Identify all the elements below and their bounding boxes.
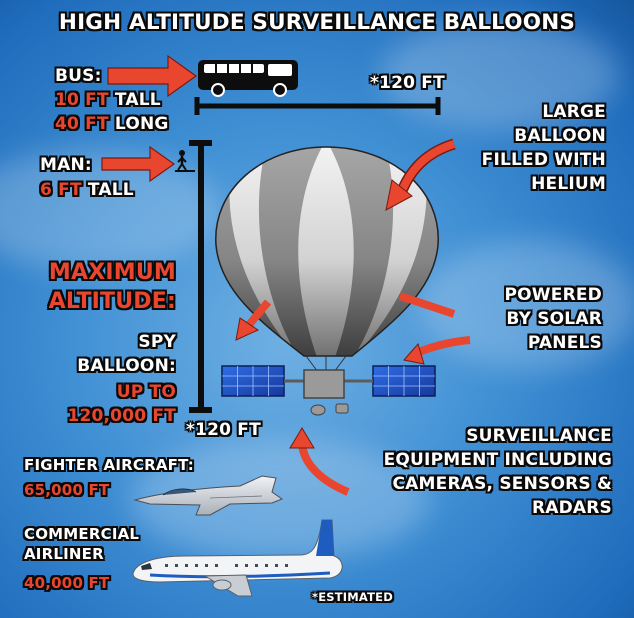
arrow-icon: [101, 54, 198, 183]
commercial-altitude: 40,000 FT: [24, 574, 110, 592]
solar-callout-line-3: PANELS: [527, 333, 602, 353]
payload-box: [284, 369, 373, 416]
bus-length-value: 40 FT: [55, 114, 109, 134]
spy-balloon-label: SPY BALLOON:: [10, 330, 176, 378]
height-dimension-bracket: [189, 140, 212, 413]
spy-balloon-altitude-line-2: 120,000 FT: [67, 406, 176, 426]
man-height: 6 FT TALL: [40, 178, 134, 202]
cloud-shape: [380, 20, 620, 130]
spy-balloon-label-line-2: BALLOON:: [77, 356, 176, 376]
spy-balloon-altitude: UP TO 120,000 FT: [10, 380, 176, 428]
arrow-icon: [403, 342, 425, 365]
arrow-icon: [289, 427, 315, 449]
bus-height: 10 FT TALL: [55, 88, 161, 112]
arrow-icon: [298, 443, 350, 496]
commercial-label-line-2: AIRLINER: [24, 545, 104, 563]
fighter-altitude: 65,000 FT: [24, 481, 110, 499]
max-altitude-heading-line-1: MAXIMUM: [48, 260, 176, 285]
arrow-icon: [396, 140, 456, 198]
bus-label: BUS:: [55, 66, 102, 86]
infographic-title: HIGH ALTITUDE SURVEILLANCE BALLOONS: [58, 10, 576, 35]
equipment-callout: SURVEILLANCE EQUIPMENT INCLUDING CAMERAS…: [316, 424, 612, 520]
bus-length-word: LONG: [114, 114, 169, 134]
equipment-callout-line-1: SURVEILLANCE: [466, 426, 612, 446]
bus-height-word: TALL: [114, 90, 161, 110]
equipment-callout-line-4: RADARS: [531, 498, 612, 518]
solar-callout-line-2: BY SOLAR: [506, 309, 602, 329]
airliner-icon: [132, 519, 343, 597]
fighter-jet-icon: [133, 475, 284, 516]
spy-balloon-altitude-line-1: UP TO: [116, 382, 176, 402]
bus-length: 40 FT LONG: [55, 112, 169, 136]
balloon-callout-line-2: BALLOON: [514, 126, 606, 146]
equipment-callout-line-3: CAMERAS, SENSORS &: [392, 474, 612, 494]
balloon-callout-line-4: HELIUM: [531, 174, 606, 194]
balloon-callout-line-1: LARGE: [542, 102, 606, 122]
man-label: MAN:: [40, 155, 92, 175]
cloud-shape: [420, 240, 634, 370]
balloon-width-label: *120 FT: [370, 73, 445, 93]
max-altitude-heading: MAXIMUM ALTITUDE:: [10, 258, 176, 316]
arrow-icon: [398, 292, 456, 318]
balloon-height-label: *120 FT: [186, 420, 261, 440]
fighter-label: FIGHTER AIRCRAFT:: [24, 456, 194, 474]
man-height-word: TALL: [87, 180, 134, 200]
spy-balloon-label-line-1: SPY: [138, 332, 176, 352]
footnote: *ESTIMATED: [312, 590, 393, 604]
solar-callout-line-1: POWERED: [504, 285, 602, 305]
solar-panel-icon: [221, 365, 436, 397]
commercial-label-line-1: COMMERCIAL: [24, 525, 140, 543]
commercial-label: COMMERCIAL AIRLINER: [24, 524, 139, 564]
solar-callout: POWERED BY SOLAR PANELS: [446, 283, 602, 355]
equipment-callout-line-2: EQUIPMENT INCLUDING: [383, 450, 612, 470]
man-height-value: 6 FT: [40, 180, 82, 200]
arrow-icon: [235, 317, 260, 341]
width-dimension-bracket: [194, 97, 441, 115]
arrow-icon: [385, 179, 413, 211]
man-icon: [175, 150, 195, 172]
arrow-icon: [244, 299, 272, 329]
bus-height-value: 10 FT: [55, 90, 109, 110]
balloon-callout: LARGE BALLOON FILLED WITH HELIUM: [430, 100, 606, 196]
balloon-callout-line-3: FILLED WITH: [481, 150, 606, 170]
max-altitude-heading-line-2: ALTITUDE:: [48, 289, 176, 314]
bus-icon: [198, 60, 298, 97]
